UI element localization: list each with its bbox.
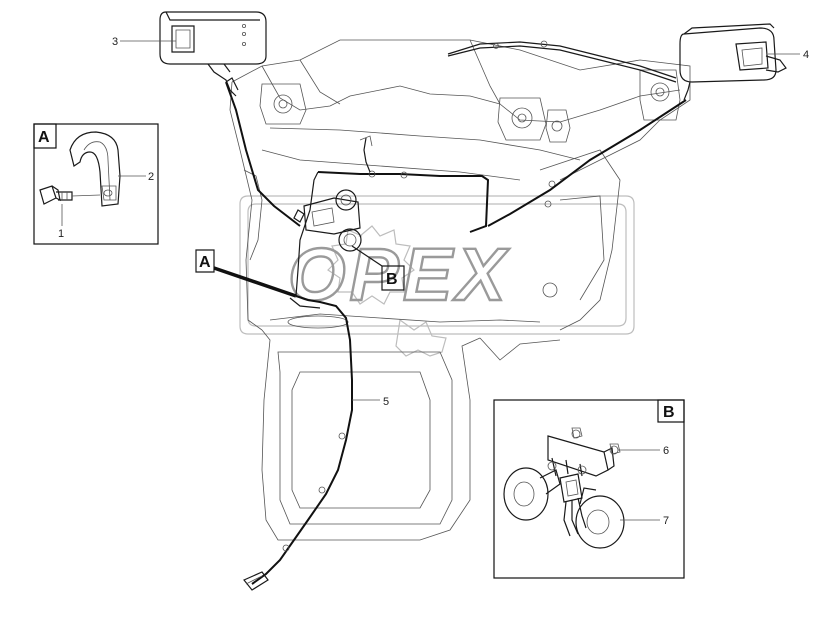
callout-1: 1	[58, 228, 64, 240]
chassis-frame	[229, 39, 691, 541]
callout-5: 5	[383, 396, 389, 408]
watermark-text: OPEX	[288, 233, 510, 316]
horn-left	[503, 467, 561, 521]
callout-4: 4	[803, 49, 809, 61]
flange-bolt	[39, 185, 101, 205]
detail-pointer-b: B	[351, 245, 405, 291]
detail-inset-b-label: B	[663, 404, 675, 421]
detail-inset-a: A 1 2	[33, 123, 159, 245]
horn-bracket	[547, 427, 621, 477]
detail-inset-a-label: A	[38, 129, 50, 146]
callout-7: 7	[663, 515, 669, 527]
cable-clip	[69, 131, 121, 207]
junction-assembly	[293, 189, 362, 252]
detail-inset-b: B	[493, 399, 685, 579]
work-lamp-right	[679, 23, 787, 101]
work-lamp-left	[159, 11, 267, 97]
detail-pointer-a: A	[195, 249, 297, 298]
horn-relay	[547, 457, 587, 503]
detail-pointer-a-label: A	[199, 254, 211, 271]
watermark-gear	[327, 225, 447, 357]
callout-group-main: 3 4 5	[112, 36, 809, 408]
callout-2: 2	[148, 171, 154, 183]
detail-pointer-b-label: B	[386, 271, 398, 288]
callout-3: 3	[112, 36, 118, 48]
callout-6: 6	[663, 445, 669, 457]
horn-right	[575, 487, 625, 549]
watermark-logo: OPEX	[239, 195, 635, 357]
